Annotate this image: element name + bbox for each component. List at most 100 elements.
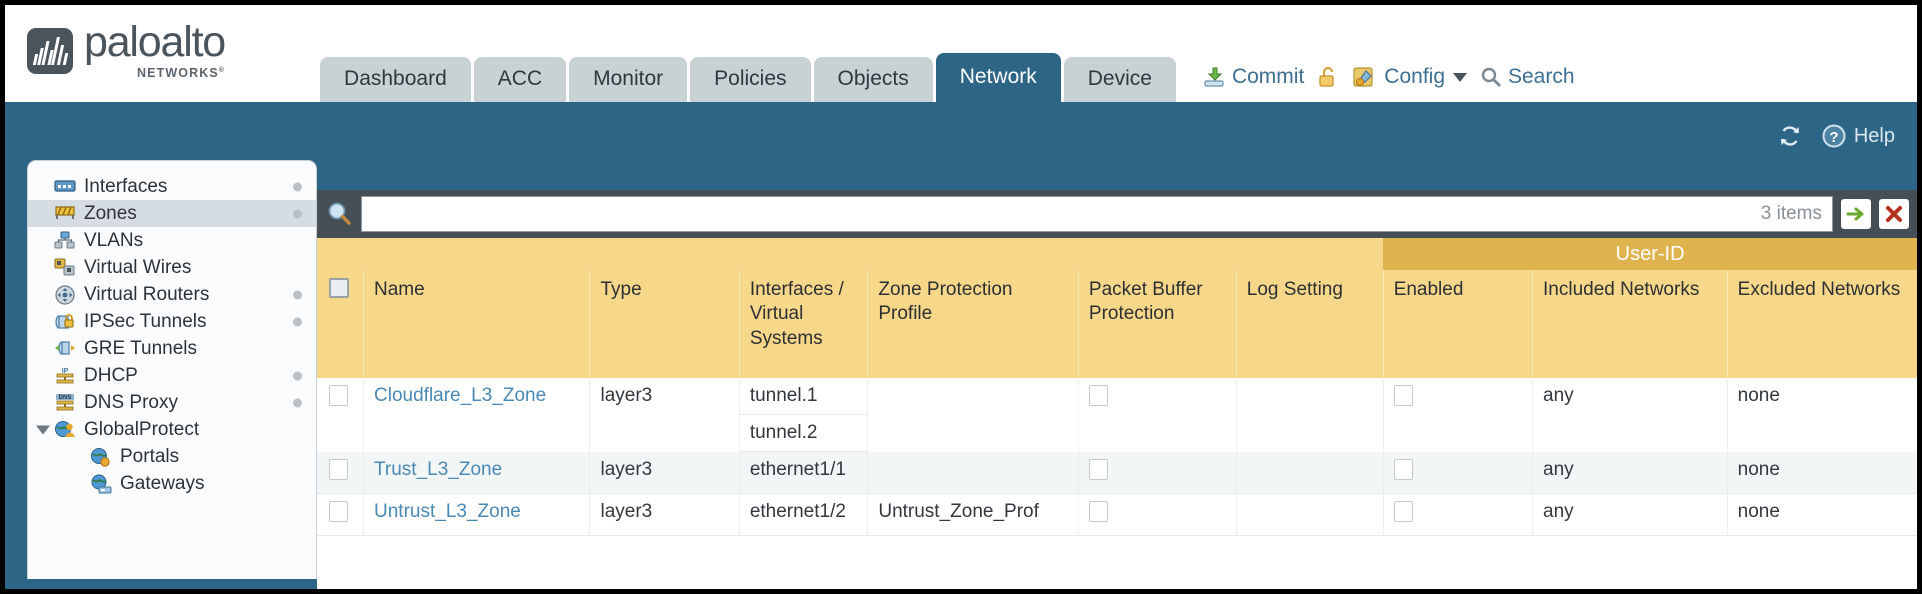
cell-userid-enabled[interactable] — [1382, 493, 1533, 536]
body-area: Interfaces Zones VLANs Vir — [5, 160, 1917, 589]
sidebar-item-ipsec-tunnels[interactable]: IPSec Tunnels — [28, 308, 316, 335]
cell-included-networks: any — [1532, 452, 1728, 494]
cell-name[interactable]: Trust_L3_Zone — [363, 452, 590, 494]
lock-button[interactable] — [1317, 65, 1339, 89]
cell-interfaces: ethernet1/2 — [738, 493, 868, 536]
refresh-icon — [1780, 126, 1799, 146]
column-header-zone-protection-profile[interactable]: Zone Protection Profile — [867, 270, 1079, 378]
header-actions: Commit Config — [1202, 65, 1575, 102]
search-icon — [1481, 67, 1501, 87]
commit-icon — [1204, 67, 1224, 87]
sidebar-item-gre-tunnels[interactable]: GRE Tunnels — [28, 335, 316, 362]
tab-device[interactable]: Device — [1063, 56, 1176, 102]
column-header-enabled[interactable]: Enabled — [1382, 270, 1533, 378]
column-header-type[interactable]: Type — [589, 270, 740, 378]
apply-filter-button[interactable] — [1841, 199, 1871, 229]
sidebar-item-virtual-routers[interactable]: Virtual Routers — [28, 281, 316, 308]
tab-monitor[interactable]: Monitor — [569, 56, 688, 102]
packet-buffer-protection-checkbox[interactable] — [1088, 385, 1108, 406]
group-header-spacer — [317, 238, 1384, 270]
cell-interfaces: tunnel.1 tunnel.2 — [738, 378, 868, 452]
sidebar-item-portals[interactable]: Portals — [28, 443, 316, 470]
cell-log-setting — [1235, 493, 1384, 536]
sidebar-item-label: DHCP — [84, 364, 138, 386]
row-select-cell[interactable] — [317, 378, 364, 452]
tab-dashboard[interactable]: Dashboard — [320, 56, 471, 102]
cell-packet-buffer-protection[interactable] — [1077, 493, 1237, 536]
sidebar-item-label: Virtual Routers — [84, 283, 210, 305]
row-checkbox[interactable] — [329, 501, 348, 522]
status-dot — [293, 371, 302, 380]
cell-packet-buffer-protection[interactable] — [1077, 378, 1237, 452]
cell-zone-protection-profile — [867, 452, 1079, 494]
paloalto-logo-icon — [27, 27, 73, 74]
cell-name[interactable]: Untrust_L3_Zone — [363, 493, 590, 536]
svg-text:DNS: DNS — [59, 395, 72, 401]
column-header-log-setting[interactable]: Log Setting — [1235, 270, 1384, 378]
tab-acc[interactable]: ACC — [473, 56, 567, 102]
table-row[interactable]: Trust_L3_Zone layer3 ethernet1/1 any — [317, 452, 1917, 494]
sidebar-item-globalprotect[interactable]: GlobalProtect — [28, 416, 316, 443]
sidebar-item-interfaces[interactable]: Interfaces — [28, 173, 316, 200]
tab-network[interactable]: Network — [935, 52, 1061, 102]
virtual-wires-icon — [54, 258, 76, 278]
select-all-checkbox[interactable] — [329, 278, 349, 298]
tab-policies[interactable]: Policies — [690, 56, 811, 102]
cell-packet-buffer-protection[interactable] — [1077, 452, 1237, 494]
sidebar-item-vlans[interactable]: VLANs — [28, 227, 316, 254]
userid-enabled-checkbox[interactable] — [1393, 385, 1413, 406]
table-row[interactable]: Cloudflare_L3_Zone layer3 tunnel.1 tunne… — [317, 378, 1917, 452]
table-group-header-row: User-ID — [317, 238, 1917, 270]
config-menu[interactable]: Config — [1352, 65, 1467, 89]
cell-userid-enabled[interactable] — [1382, 452, 1533, 494]
cell-zone-protection-profile: Untrust_Zone_Prof — [867, 493, 1079, 536]
filter-input[interactable]: 3 items — [361, 196, 1833, 232]
sidebar-item-gateways[interactable]: Gateways — [28, 470, 316, 497]
packet-buffer-protection-checkbox[interactable] — [1088, 501, 1108, 522]
column-header-name[interactable]: Name — [363, 270, 590, 378]
zones-table-container: User-ID Name Type Interfaces / Virtual S… — [317, 238, 1917, 589]
row-select-cell[interactable] — [317, 452, 364, 494]
brand-tagline: NETWORKS® — [137, 66, 226, 81]
userid-enabled-checkbox[interactable] — [1393, 459, 1413, 480]
search-button[interactable]: Search — [1480, 65, 1575, 89]
clear-filter-button[interactable] — [1879, 199, 1909, 229]
row-checkbox[interactable] — [329, 385, 348, 406]
row-checkbox[interactable] — [329, 459, 348, 480]
packet-buffer-protection-checkbox[interactable] — [1088, 459, 1108, 480]
column-header-interfaces[interactable]: Interfaces / Virtual Systems — [738, 270, 868, 378]
sidebar-item-dns-proxy[interactable]: DNS DNS Proxy — [28, 389, 316, 416]
help-button[interactable]: ? Help — [1821, 123, 1895, 149]
globalprotect-icon — [54, 420, 76, 440]
commit-button[interactable]: Commit — [1202, 65, 1304, 89]
sidebar-item-zones[interactable]: Zones — [28, 200, 316, 227]
cell-name[interactable]: Cloudflare_L3_Zone — [363, 378, 590, 452]
items-count-label: 3 items — [1760, 203, 1822, 224]
brand-logo: paloalto NETWORKS® — [5, 21, 226, 102]
sidebar-item-dhcp[interactable]: IP DHCP — [28, 362, 316, 389]
table-row[interactable]: Untrust_L3_Zone layer3 ethernet1/2 Untru… — [317, 493, 1917, 536]
refresh-button[interactable] — [1777, 124, 1803, 148]
table-header-row: Name Type Interfaces / Virtual Systems Z… — [317, 270, 1917, 378]
column-header-packet-buffer-protection[interactable]: Packet Buffer Protection — [1077, 270, 1237, 378]
search-icon — [327, 201, 353, 227]
sidebar-item-label: Zones — [84, 202, 137, 224]
zone-name-link[interactable]: Trust_L3_Zone — [374, 459, 503, 480]
commit-label: Commit — [1231, 65, 1305, 88]
interface-entry: tunnel.1 — [739, 378, 868, 415]
cell-userid-enabled[interactable] — [1382, 378, 1533, 452]
group-header-user-id: User-ID — [1383, 238, 1917, 270]
zone-name-link[interactable]: Cloudflare_L3_Zone — [374, 385, 547, 406]
select-all-header[interactable] — [317, 270, 364, 378]
sidebar-item-virtual-wires[interactable]: Virtual Wires — [28, 254, 316, 281]
row-select-cell[interactable] — [317, 493, 364, 536]
vlans-icon — [54, 231, 76, 251]
status-dot — [293, 182, 302, 191]
column-header-included-networks[interactable]: Included Networks — [1532, 270, 1728, 378]
sidebar-item-label: GlobalProtect — [84, 418, 200, 440]
chevron-down-icon[interactable] — [36, 425, 50, 434]
tab-objects[interactable]: Objects — [813, 56, 933, 102]
column-header-excluded-networks[interactable]: Excluded Networks — [1726, 270, 1917, 378]
userid-enabled-checkbox[interactable] — [1393, 501, 1413, 522]
zone-name-link[interactable]: Untrust_L3_Zone — [374, 501, 521, 522]
